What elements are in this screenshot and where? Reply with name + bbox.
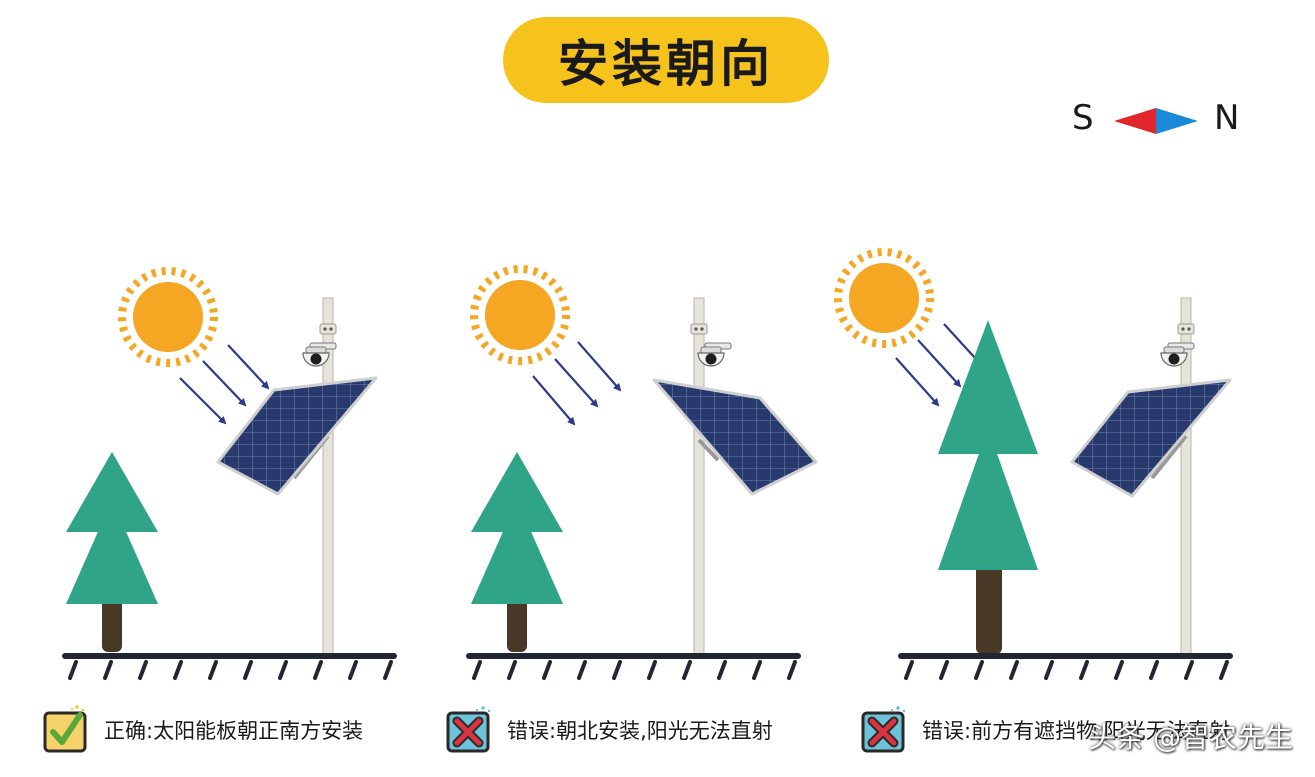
sun-rays bbox=[532, 341, 622, 426]
watermark: 头条 @智农先生 bbox=[1088, 721, 1293, 754]
sun-icon bbox=[838, 252, 930, 344]
compass-south-label: S bbox=[1072, 98, 1094, 138]
page-title: 安装朝向 bbox=[558, 35, 774, 93]
cross-icon bbox=[861, 706, 906, 753]
ground bbox=[896, 651, 1235, 680]
tree bbox=[471, 452, 563, 652]
check-icon bbox=[43, 705, 87, 753]
compass-north-label: N bbox=[1214, 98, 1240, 138]
ground bbox=[60, 651, 399, 680]
solar-panel bbox=[216, 376, 378, 496]
scene-obstructed bbox=[838, 252, 1235, 680]
caption-text: 正确:太阳能板朝正南方安装 bbox=[104, 719, 364, 743]
sun-icon bbox=[122, 271, 214, 363]
cross-icon bbox=[446, 706, 491, 753]
scene-correct bbox=[60, 271, 399, 680]
sun-rays bbox=[179, 344, 270, 425]
compass-north-arrow bbox=[1156, 108, 1198, 134]
compass-arrow-icon bbox=[1114, 108, 1198, 134]
solar-panel bbox=[652, 378, 818, 496]
ground bbox=[464, 651, 803, 680]
tall-tree-obstruction bbox=[938, 320, 1038, 654]
caption-obstructed: 错误:前方有遮挡物,阳光无法直射 bbox=[860, 706, 1230, 753]
caption-text: 错误:前方有遮挡物,阳光无法直射 bbox=[922, 719, 1230, 743]
caption-north-facing: 错误:朝北安装,阳光无法直射 bbox=[445, 706, 773, 753]
title-banner: 安装朝向 bbox=[503, 17, 829, 103]
tree bbox=[66, 452, 158, 652]
compass-south-arrow bbox=[1114, 108, 1156, 134]
compass-indicator: S N bbox=[1068, 96, 1248, 146]
solar-panel bbox=[1070, 378, 1232, 498]
scene-north-facing bbox=[464, 269, 818, 680]
sun-icon bbox=[474, 269, 566, 361]
caption-correct: 正确:太阳能板朝正南方安装 bbox=[42, 705, 364, 753]
caption-text: 错误:朝北安装,阳光无法直射 bbox=[507, 719, 773, 743]
